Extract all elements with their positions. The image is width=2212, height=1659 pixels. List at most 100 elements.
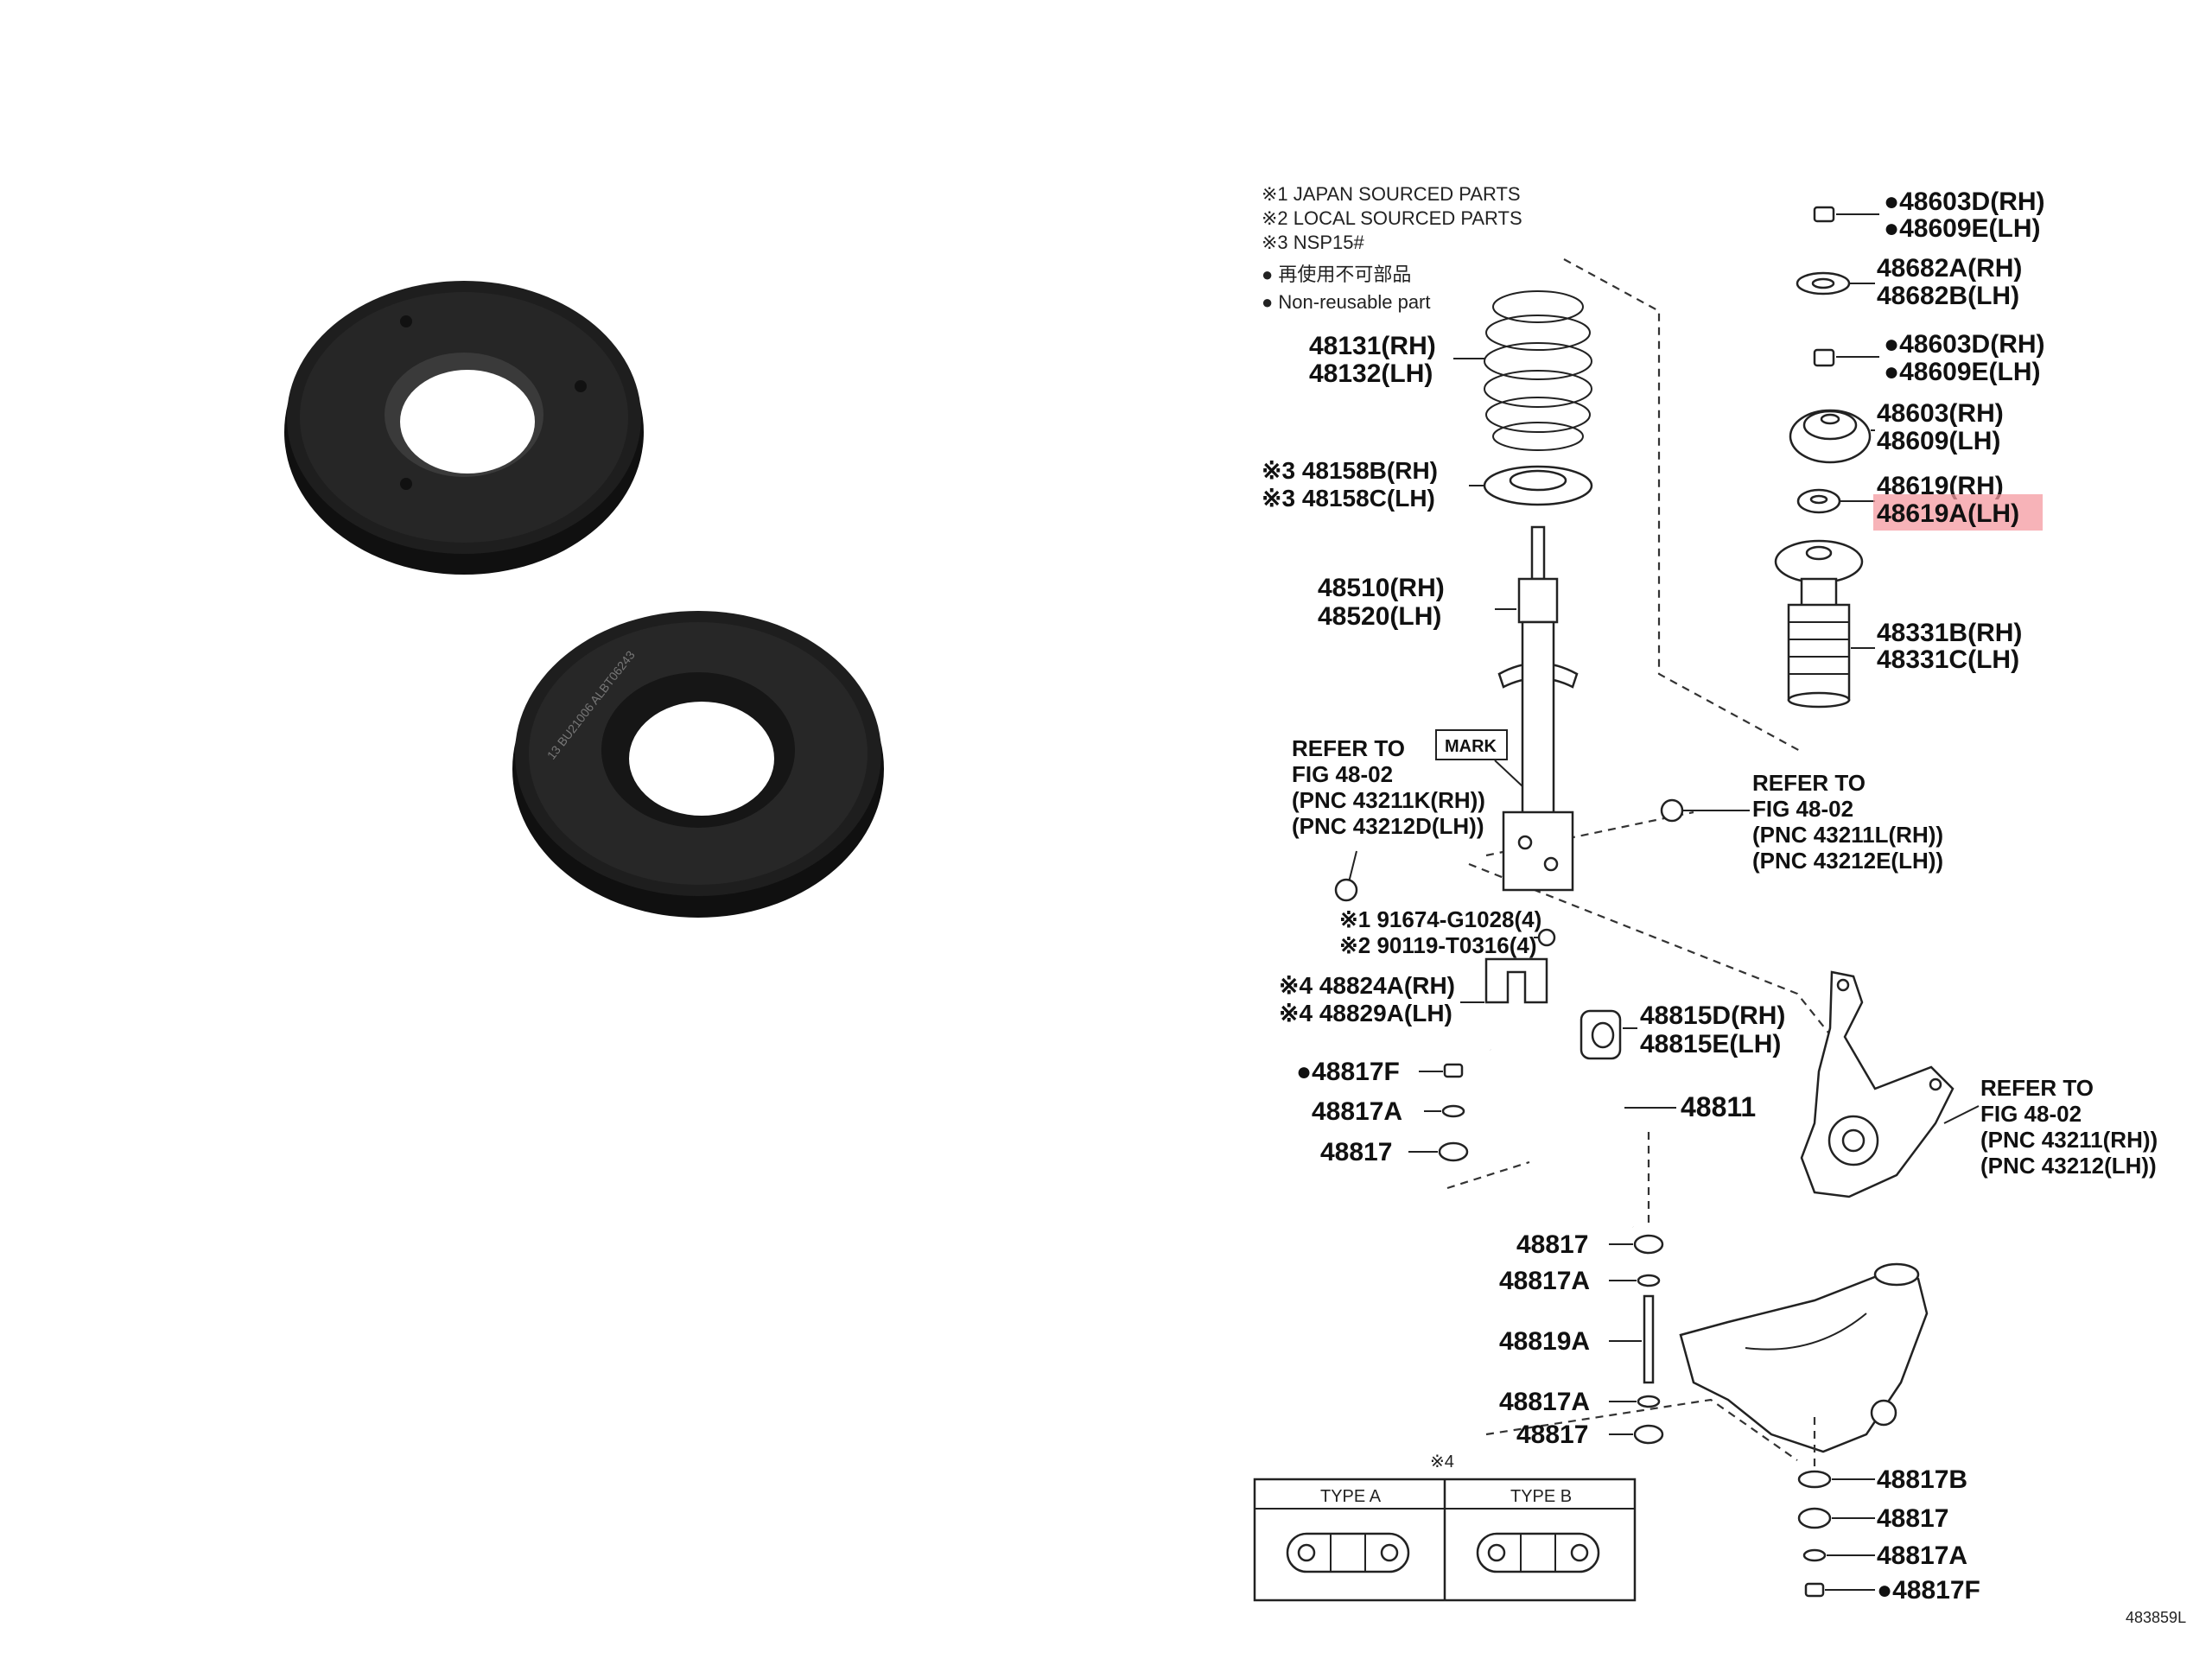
label-48682b-lh: 48682B(LH) (1877, 282, 2019, 310)
bolt-part (1334, 850, 1358, 902)
washer-part (1637, 1395, 1661, 1408)
upper-bearing-ring (284, 281, 644, 575)
label-48817b: 48817B (1877, 1465, 1967, 1494)
label-48331c-lh: 48331C(LH) (1877, 645, 2019, 674)
washer-part (1441, 1104, 1465, 1118)
ref-right-line1: REFER TO (1752, 770, 1866, 796)
nut-part (1443, 1063, 1464, 1078)
ref-knuckle-line3: (PNC 43211(RH)) (1980, 1127, 2158, 1153)
label-48817f-2: ●48817F (1877, 1576, 1980, 1605)
label-48619a-lh: 48619A(LH) (1877, 499, 2019, 528)
label-48817a-2: 48817A (1499, 1267, 1590, 1295)
type-b-bracket-part (1476, 1532, 1600, 1573)
label-48817f-1: ●48817F (1296, 1058, 1400, 1086)
washer-part (1802, 1548, 1827, 1562)
ref-knuckle-line4: (PNC 43212(LH)) (1980, 1153, 2157, 1179)
label-90119: ※2 90119-T0316(4) (1339, 932, 1537, 958)
label-48331b-rh: 48331B(RH) (1877, 619, 2022, 647)
mark-label: MARK (1445, 737, 1497, 756)
steering-knuckle-part (1800, 970, 1955, 1198)
stabilizer-bracket-part (1484, 957, 1548, 1004)
strut-mount-part (1789, 409, 1872, 464)
label-48609e-lh: ●48609E(LH) (1884, 214, 2041, 243)
label-48819a: 48819A (1499, 1327, 1590, 1356)
lower-arm-part (1679, 1262, 1929, 1453)
label-48158b-rh: ※3 48158B(RH) (1262, 457, 1438, 484)
ref-left-line3: (PNC 43211K(RH)) (1292, 787, 1485, 813)
nut-part (1633, 1424, 1664, 1445)
note-non-reusable-en: ● Non-reusable part (1262, 291, 1431, 313)
type-table-note: ※4 (1430, 1452, 1454, 1471)
nut-part (1804, 1582, 1825, 1598)
stabilizer-link-part (1643, 1294, 1655, 1384)
nut-part (1813, 206, 1835, 223)
label-48520-lh: 48520(LH) (1318, 602, 1441, 631)
label-48817a-3: 48817A (1499, 1388, 1590, 1416)
label-48131-rh: 48131(RH) (1309, 332, 1436, 360)
type-a-header: TYPE A (1320, 1487, 1382, 1506)
label-48817a-4: 48817A (1877, 1541, 1967, 1570)
label-48815e-lh: 48815E(LH) (1640, 1030, 1781, 1058)
product-photo: 13 BU21006 ALBT06243 (284, 281, 884, 918)
bearing-part (1796, 488, 1841, 514)
label-48158c-lh: ※3 48158C(LH) (1262, 485, 1435, 512)
ref-right-line2: FIG 48-02 (1752, 796, 1853, 822)
parts-diagram: ※1 JAPAN SOURCED PARTS ※2 LOCAL SOURCED … (1253, 183, 2186, 1626)
coil-spring-part (1484, 290, 1592, 451)
note-nsp15: ※3 NSP15# (1262, 232, 1364, 253)
stabilizer-bar-inner (1489, 1045, 1637, 1230)
label-48682a-rh: 48682A(RH) (1877, 254, 2022, 283)
ref-right-line3: (PNC 43211L(RH)) (1752, 822, 1943, 848)
type-b-header: TYPE B (1510, 1487, 1572, 1506)
nut-part (1813, 348, 1835, 367)
note-local-sourced: ※2 LOCAL SOURCED PARTS (1262, 207, 1522, 229)
label-48829a-lh: ※4 48829A(LH) (1279, 1000, 1452, 1027)
label-48815d-rh: 48815D(RH) (1640, 1001, 1785, 1030)
label-48510-rh: 48510(RH) (1318, 574, 1445, 602)
ref-left-line4: (PNC 43212D(LH)) (1292, 813, 1484, 839)
washer-part (1796, 271, 1851, 296)
ref-knuckle-line2: FIG 48-02 (1980, 1101, 2082, 1127)
spring-seat-part (1483, 465, 1593, 506)
label-48132-lh: 48132(LH) (1309, 359, 1433, 388)
label-48817-3: 48817 (1516, 1421, 1588, 1449)
label-48609-lh: 48609(LH) (1877, 427, 2000, 455)
ref-left-line2: FIG 48-02 (1292, 761, 1393, 787)
note-japan-sourced: ※1 JAPAN SOURCED PARTS (1262, 183, 1521, 205)
shock-absorber-part (1497, 525, 1579, 892)
note-non-reusable-jp: ● 再使用不可部品 (1262, 264, 1411, 285)
stabilizer-bar-part (1490, 1049, 1634, 1228)
label-48817-2: 48817 (1516, 1230, 1588, 1259)
bump-stop-boot-part (1774, 539, 1864, 709)
ref-right-line4: (PNC 43212E(LH)) (1752, 848, 1943, 874)
label-48817-1: 48817 (1320, 1138, 1392, 1166)
assembly-guide-line (1563, 258, 1802, 753)
ref-knuckle-line1: REFER TO (1980, 1075, 2094, 1101)
assembly-guide-line (1468, 862, 1833, 1038)
label-48603-rh: 48603(RH) (1877, 399, 2004, 428)
ref-left-line1: REFER TO (1292, 735, 1405, 761)
label-48811: 48811 (1681, 1091, 1756, 1122)
label-48609e-lh-2: ●48609E(LH) (1884, 358, 2041, 386)
label-48603d-rh: ●48603D(RH) (1884, 188, 2045, 216)
assembly-guide-line (1446, 1160, 1530, 1190)
nut-part (1660, 798, 1684, 823)
washer-part (1637, 1274, 1661, 1287)
bushing-part (1580, 1009, 1622, 1060)
nut-part (1438, 1141, 1469, 1162)
assembly-guide-line (1485, 1398, 1798, 1461)
highlight-box (1873, 494, 2043, 531)
mark-box (1435, 729, 1508, 760)
type-a-bracket-part (1286, 1532, 1410, 1573)
label-91674: ※1 91674-G1028(4) (1339, 906, 1541, 932)
label-48603d-rh-2: ●48603D(RH) (1884, 330, 2045, 359)
figure-id: 483859L (2126, 1609, 2186, 1626)
nut-part (1633, 1234, 1664, 1255)
screw-part (1534, 928, 1556, 947)
label-48817a-1: 48817A (1312, 1097, 1402, 1126)
label-48824a-rh: ※4 48824A(RH) (1279, 972, 1455, 999)
label-48817-4: 48817 (1877, 1504, 1948, 1533)
washer-part (1797, 1470, 1832, 1489)
lower-bearing-ring: 13 BU21006 ALBT06243 (512, 611, 884, 918)
nut-part (1797, 1507, 1832, 1529)
